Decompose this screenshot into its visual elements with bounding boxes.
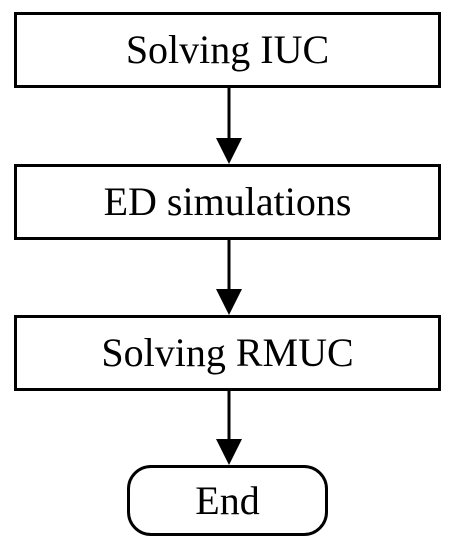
step-label: Solving IUC (125, 27, 330, 72)
terminal-end: End (127, 465, 328, 536)
arrow-3 (216, 391, 242, 465)
step-label: ED simulations (103, 179, 352, 224)
step-ed-simulations: ED simulations (14, 164, 441, 240)
arrow-1 (216, 88, 242, 164)
terminal-label: End (195, 477, 260, 523)
step-label: Solving RMUC (101, 330, 354, 375)
step-solving-iuc: Solving IUC (14, 12, 441, 88)
step-solving-rmuc: Solving RMUC (14, 315, 441, 391)
arrow-2 (216, 240, 242, 315)
